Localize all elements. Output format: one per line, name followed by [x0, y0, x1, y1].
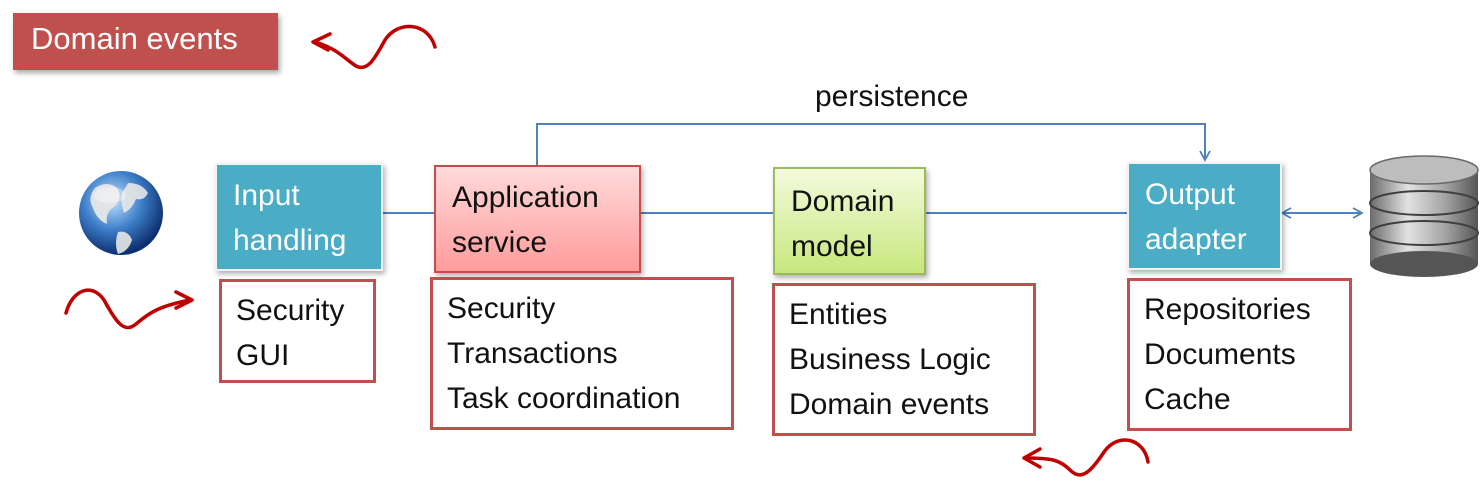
list-item: Business Logic — [789, 343, 991, 376]
domain-events-tag: Domain events — [13, 13, 278, 70]
input-handling-list: Security GUI — [219, 279, 376, 383]
layer-title-line1: Input — [233, 179, 300, 212]
scribble-arrow-icon — [311, 24, 437, 70]
scribble-arrow-icon — [1022, 438, 1150, 477]
layer-title-line2: handling — [233, 224, 347, 257]
layer-title-line1: Domain — [791, 185, 895, 218]
scribble-arrow-icon — [64, 288, 194, 330]
list-item: Documents — [1144, 338, 1296, 371]
list-item: Repositories — [1144, 293, 1311, 326]
database-icon — [1369, 155, 1479, 277]
application-service-list: Security Transactions Task coordination — [430, 277, 734, 430]
layer-title-line2: service — [452, 226, 548, 259]
application-service-box: Application service — [434, 165, 641, 273]
layer-title-line1: Output — [1145, 178, 1236, 211]
input-handling-box: Input handling — [215, 163, 383, 271]
list-item: Security — [447, 292, 556, 325]
output-adapter-box: Output adapter — [1127, 162, 1282, 270]
globe-icon — [79, 171, 163, 255]
list-item: Task coordination — [447, 382, 681, 415]
output-adapter-list: Repositories Documents Cache — [1127, 278, 1352, 431]
persistence-label: persistence — [815, 80, 969, 113]
layer-title-line2: adapter — [1145, 223, 1247, 256]
list-item: Domain events — [789, 388, 990, 421]
domain-model-box: Domain model — [773, 167, 926, 275]
list-item: GUI — [236, 339, 290, 372]
list-item: Cache — [1144, 383, 1231, 416]
domain-model-list: Entities Business Logic Domain events — [772, 283, 1036, 436]
list-item: Security — [236, 294, 345, 327]
persistence-arrow — [536, 123, 1211, 165]
list-item: Entities — [789, 298, 888, 331]
layer-title-line1: Application — [452, 181, 599, 214]
list-item: Transactions — [447, 337, 618, 370]
layer-title-line2: model — [791, 230, 873, 263]
